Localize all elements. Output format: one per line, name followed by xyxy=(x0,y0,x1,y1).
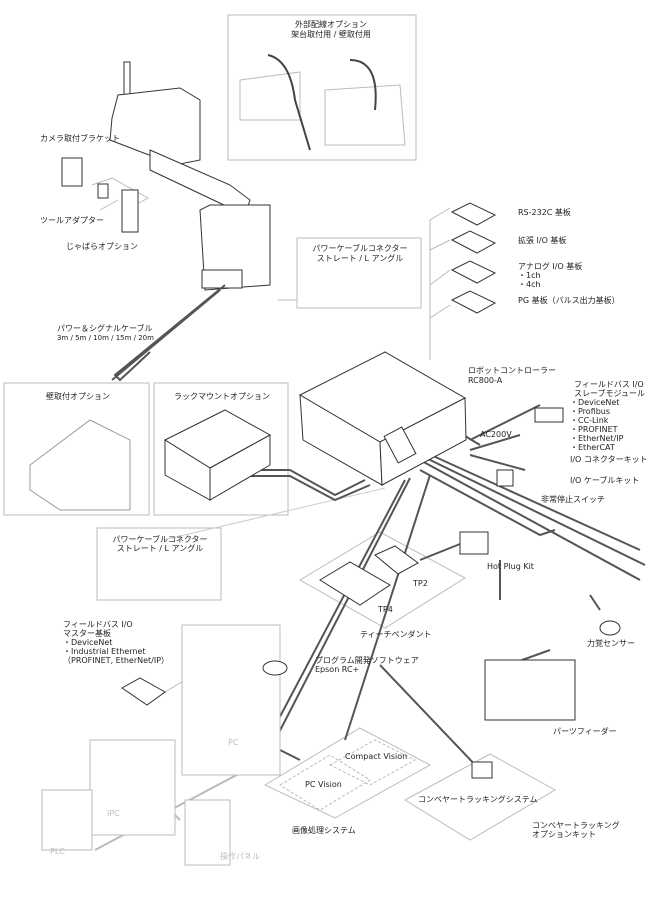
list-item: ・DeviceNet xyxy=(570,398,620,407)
list-item: ・PROFINET xyxy=(570,425,618,434)
io-cable-kit-label: I/O ケーブルキット xyxy=(570,476,640,485)
force-sensor-shape xyxy=(599,620,621,636)
compact-vision-label: Compact Vision xyxy=(345,752,408,761)
software-label: プログラム開発ソフトウェア xyxy=(315,656,419,665)
conveyor-sensor-shape xyxy=(471,761,493,779)
board-rs232c: RS-232C 基板 xyxy=(518,208,571,217)
list-item: ・EtherCAT xyxy=(570,443,615,452)
ipc-box xyxy=(89,739,176,836)
external-wiring-box xyxy=(227,14,417,161)
fieldbus-slave-title-1: フィールドバス I/O xyxy=(574,380,644,389)
list-item: ・Industrial Ethernet xyxy=(63,647,146,656)
controller-body xyxy=(298,351,467,486)
tool-adapter xyxy=(97,183,109,199)
connector-pointer xyxy=(162,487,386,541)
power-supply-label: AC200V xyxy=(480,430,512,439)
plc-label: PLC xyxy=(50,847,65,856)
tp4-shape xyxy=(319,561,391,606)
board-pg: PG 基板（パルス出力基板） xyxy=(518,296,620,305)
board-analog-1ch: ・1ch xyxy=(518,271,541,280)
teach-pendant-label: ティーチペンダント xyxy=(360,630,432,639)
power-connector-box-top xyxy=(296,237,422,309)
slave-module-shape xyxy=(534,407,564,423)
list-item: ・EtherNet/IP xyxy=(570,434,624,443)
vision-area xyxy=(263,727,432,819)
emergency-stop-label: 非常停止スイッチ xyxy=(541,495,605,504)
tool-adapter-label: ツールアダプター xyxy=(40,216,104,225)
list-item: ・CC-Link xyxy=(570,416,609,425)
controller-label: ロボットコントローラー xyxy=(468,366,556,375)
emergency-stop-shape xyxy=(496,469,514,487)
parts-feeder-label: パーツフィーダー xyxy=(553,727,617,736)
tp2-shape xyxy=(374,545,419,575)
power-connector-bottom-1: パワーケーブルコネクター xyxy=(112,535,208,544)
power-connector-top-1: パワーケーブルコネクター xyxy=(312,244,408,253)
fieldbus-master-title-2: マスター基板 xyxy=(63,629,111,638)
plc-box xyxy=(41,789,93,851)
cable-lengths: 3m / 5m / 10m / 15m / 20m xyxy=(57,334,154,342)
controller-model: RC800-A xyxy=(468,376,503,385)
cable-label: パワー＆シグナルケーブル xyxy=(57,324,153,333)
rack-mount-box xyxy=(153,382,289,516)
fieldbus-slave-title-2: スレーブモジュール xyxy=(574,389,645,398)
force-sensor-label: 力覚センサー xyxy=(587,639,635,648)
conveyor-kit-label-1: コンベヤートラッキング xyxy=(532,821,620,830)
fieldbus-master-title-1: フィールドバス I/O xyxy=(63,620,133,629)
hot-plug-label: Hot Plug Kit xyxy=(487,562,534,571)
board-analog-4ch: ・4ch xyxy=(518,280,541,289)
power-connector-bottom-2: ストレート / L アングル xyxy=(116,544,204,553)
bellows-label: じゃばらオプション xyxy=(66,242,138,251)
list-item: ・Profibus xyxy=(570,407,611,416)
conveyor-area xyxy=(404,753,557,841)
hot-plug-shape xyxy=(459,531,489,555)
pc-vision-label: PC Vision xyxy=(305,780,342,789)
bellows xyxy=(121,189,139,233)
software-name: Epson RC+ xyxy=(315,665,360,674)
scara-robot xyxy=(109,61,271,291)
camera-bracket-label: カメラ取付ブラケット xyxy=(40,134,120,143)
pc-tower xyxy=(181,624,281,776)
ipc-label: IPC xyxy=(107,809,120,818)
list-item: ・DeviceNet xyxy=(63,638,113,647)
wall-mount-title: 壁取付オプション xyxy=(46,392,110,401)
wall-mount-box xyxy=(3,382,150,516)
board-expansion-io: 拡張 I/O 基板 xyxy=(518,236,567,245)
fieldbus-master-list: ・DeviceNet ・Industrial Ethernet （PROFINE… xyxy=(63,638,169,665)
operation-panel-box xyxy=(184,799,231,866)
pc-label: PC xyxy=(228,738,239,747)
external-wiring-title-1: 外部配線オプション xyxy=(295,20,367,29)
camera-bracket xyxy=(61,157,83,187)
master-board-shape xyxy=(121,677,166,706)
tp2-label: TP2 xyxy=(413,579,428,588)
conveyor-system-label: コンベヤートラッキングシステム xyxy=(418,795,538,804)
fieldbus-slave-list: ・DeviceNet ・Profibus ・CC-Link ・PROFINET … xyxy=(570,398,623,452)
vision-system-label: 画像処理システム xyxy=(292,826,356,835)
power-connector-box-bottom xyxy=(96,527,222,601)
conveyor-kit-label-2: オプションキット xyxy=(532,830,596,839)
io-connector-kit-label: I/O コネクターキット xyxy=(570,455,646,464)
option-bracket-lines xyxy=(91,177,150,211)
list-item: （PROFINET, EtherNet/IP） xyxy=(63,656,170,665)
rack-mount-title: ラックマウントオプション xyxy=(174,392,270,401)
external-wiring-title-2: 架台取付用 / 壁取付用 xyxy=(291,30,371,39)
board-connector-lines xyxy=(429,207,451,360)
board-analog-io: アナログ I/O 基板 xyxy=(518,262,583,271)
parts-feeder-shape xyxy=(484,659,576,721)
teach-pendant-area xyxy=(299,531,466,629)
tp4-label: TP4 xyxy=(378,605,393,614)
power-connector-top-2: ストレート / L アングル xyxy=(316,254,404,263)
operation-panel-label: 操作パネル xyxy=(220,852,260,861)
board-icons xyxy=(450,202,497,314)
